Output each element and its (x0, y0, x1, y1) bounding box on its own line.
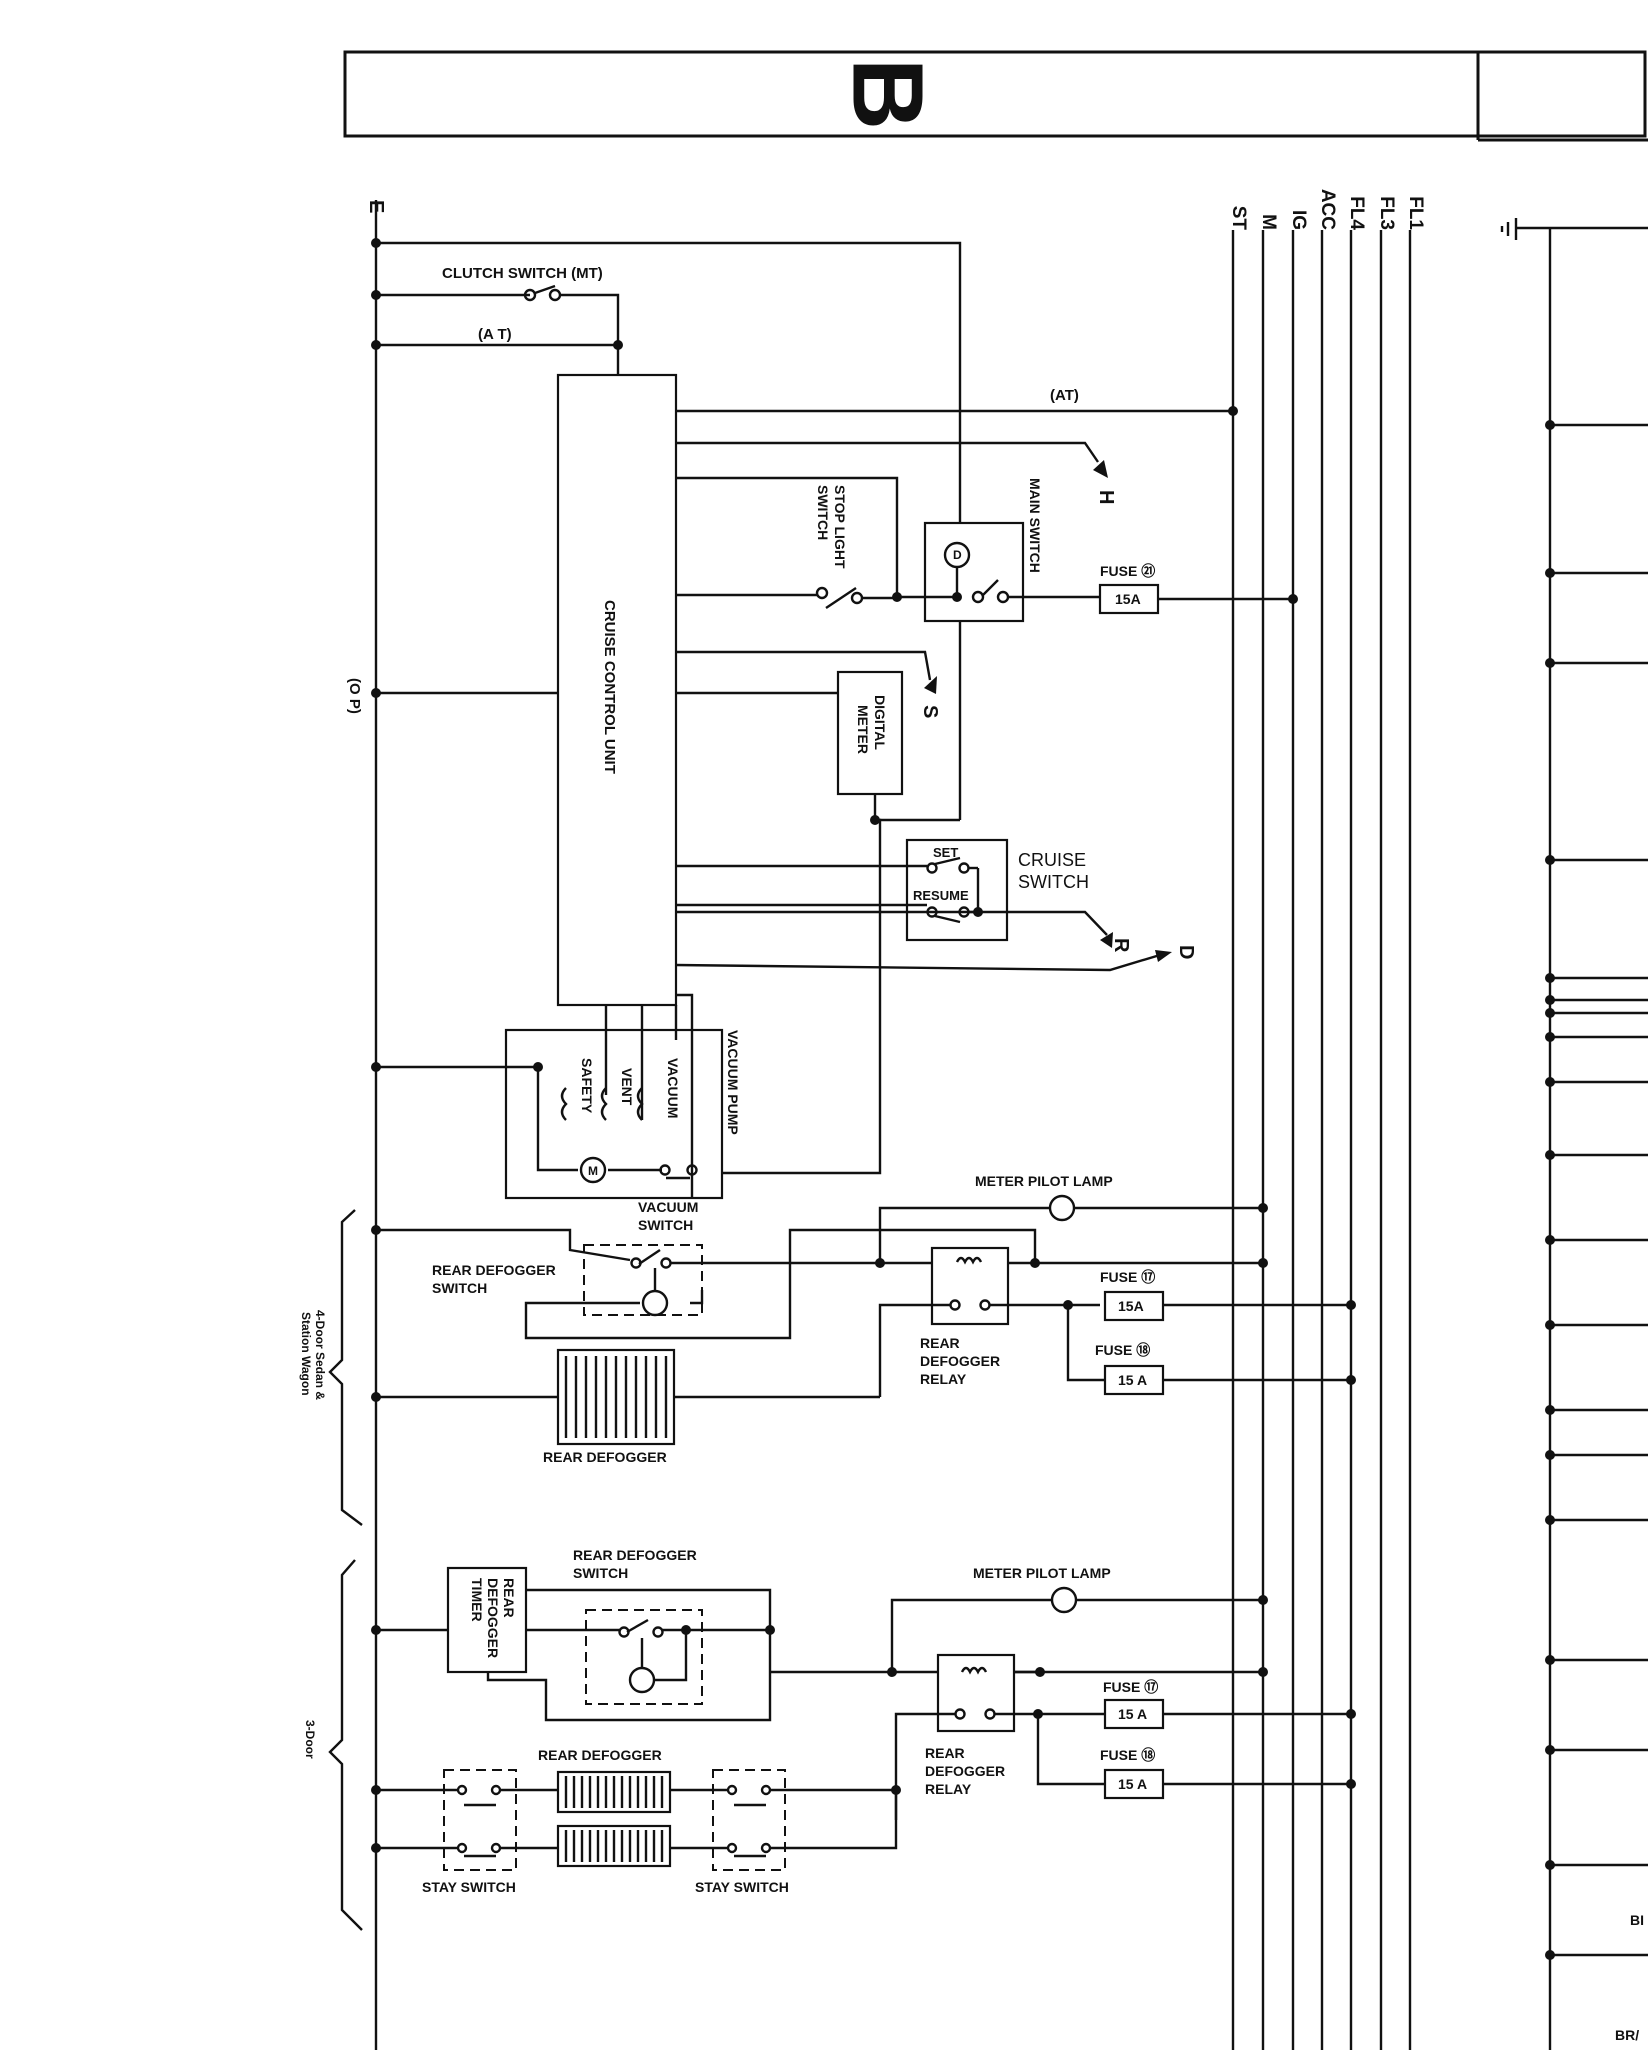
at-label-left: (A T) (478, 326, 512, 343)
header-box: B (343, 50, 1648, 142)
fuse-18-3d-rating: 15 A (1118, 1776, 1147, 1792)
bus-labels: ST M IG ACC FL4 FL3 FL1 (1228, 189, 1426, 231)
main-switch-label: MAIN SWITCH (1027, 478, 1043, 573)
section-letter: B (832, 58, 944, 130)
cruise-switch-label-2: SWITCH (1018, 872, 1089, 892)
rail-label-e: E (365, 200, 387, 213)
rear-defogger-relay-3d-label-3: RELAY (925, 1781, 972, 1797)
vacuum-switch-label-1: VACUUM (638, 1199, 698, 1215)
edge-fragment-bra: BR/ (1615, 2027, 1639, 2043)
fuse-21-rating: 15A (1115, 591, 1141, 607)
meter-pilot-lamp-label-3d: METER PILOT LAMP (973, 1565, 1111, 1581)
rear-defogger-3d-label: REAR DEFOGGER (538, 1747, 662, 1763)
rear-defogger-switch-4d (583, 1244, 703, 1316)
digital-meter-label-1: DIGITAL (872, 695, 888, 750)
stop-light-switch-label-2: SWITCH (815, 485, 831, 540)
rear-defogger-timer-label-3: TIMER (469, 1578, 485, 1622)
rear-defogger-timer (446, 1566, 528, 1674)
fuse-18-4d-label: FUSE ⑱ (1095, 1342, 1150, 1358)
rear-defogger-relay-4d-label-2: DEFOGGER (920, 1353, 1000, 1369)
vacuum-label: VACUUM (665, 1058, 681, 1118)
digital-meter (836, 670, 904, 796)
rear-defogger-relay-3d-label-1: REAR (925, 1745, 965, 1761)
digital-meter-label-2: METER (855, 705, 871, 754)
stay-switch-right (712, 1769, 786, 1871)
rear-defogger-relay-3d-label-2: DEFOGGER (925, 1763, 1005, 1779)
rail-label-op: (O P) (346, 678, 363, 714)
fuse-17-3d (1103, 1698, 1165, 1730)
rear-defogger-switch-3d-label-2: SWITCH (573, 1565, 628, 1581)
rear-defogger-switch-4d-label-2: SWITCH (432, 1280, 487, 1296)
rear-defogger-timer-label-1: REAR (501, 1578, 517, 1618)
cruise-switch-label-1: CRUISE (1018, 850, 1086, 870)
svg-text:D: D (953, 548, 962, 562)
arrow-r-label: R (1110, 938, 1132, 953)
three-door-group-label: 3-Door (303, 1720, 317, 1759)
rear-defogger-switch-3d-label-1: REAR DEFOGGER (573, 1547, 697, 1563)
cruise-control-unit (556, 373, 678, 1007)
arrow-h-label: H (1095, 490, 1117, 504)
safety-label: SAFETY (579, 1058, 595, 1114)
three-door-section: 3-Door REAR DEFOGGER TIMER REAR DEFOGGER… (303, 1547, 1356, 1931)
bus-label-fl3: FL3 (1376, 196, 1397, 230)
arrow-s-label: S (919, 705, 941, 718)
clutch-switch-label: CLUTCH SWITCH (MT) (442, 265, 603, 282)
four-door-group-label-1: 4-Door Sedan & (313, 1310, 327, 1400)
resume-label: RESUME (913, 888, 969, 903)
bus-label-m: M (1258, 214, 1279, 230)
stay-switch-right-label: STAY SWITCH (695, 1879, 789, 1895)
fuse-17-3d-label: FUSE ⑰ (1103, 1679, 1158, 1695)
stop-light-switch-label-1: STOP LIGHT (832, 485, 848, 569)
bus-label-st: ST (1228, 206, 1249, 231)
fuse-17-4d-label: FUSE ⑰ (1100, 1269, 1155, 1285)
edge-fragment-bi: BI (1630, 1912, 1644, 1928)
bus-label-acc: ACC (1317, 189, 1338, 230)
ground-rail: E (O P) (346, 200, 387, 2050)
fuse-17-3d-rating: 15 A (1118, 1706, 1147, 1722)
vacuum-pump-label: VACUUM PUMP (725, 1030, 741, 1135)
cruise-section: CLUTCH SWITCH (MT) (A T) CRUISE CONTROL … (376, 241, 1298, 1233)
stay-switch-left (443, 1769, 517, 1871)
rear-defogger-switch-4d-label-1: REAR DEFOGGER (432, 1262, 556, 1278)
fuse-17-4d (1103, 1290, 1165, 1322)
fuse-21-label: FUSE ㉑ (1100, 563, 1155, 579)
four-door-group-label-2: Station Wagon (299, 1312, 313, 1396)
main-switch (923, 521, 1025, 623)
at-label-right: (AT) (1050, 387, 1079, 404)
bus-label-fl4: FL4 (1346, 196, 1367, 230)
cruise-control-unit-label: CRUISE CONTROL UNIT (601, 600, 618, 774)
bus-label-ig: IG (1288, 210, 1309, 230)
fuse-18-3d-label: FUSE ⑱ (1100, 1747, 1155, 1763)
cruise-switch (905, 838, 1009, 942)
fuse-18-4d-rating: 15 A (1118, 1372, 1147, 1388)
fuse-17-4d-rating: 15A (1118, 1298, 1144, 1314)
bus-label-fl1: FL1 (1405, 196, 1426, 230)
four-door-section: 4-Door Sedan & Station Wagon METER PILOT… (299, 1173, 1356, 1526)
set-label: SET (933, 845, 958, 860)
ground-strip: BI BR/ (1500, 218, 1648, 2050)
bus-lines (1231, 230, 1412, 2050)
rear-defogger-timer-label-2: DEFOGGER (485, 1578, 501, 1658)
rear-defogger-switch-3d (585, 1609, 703, 1705)
fuse-21 (1098, 583, 1160, 615)
rear-defogger-relay-4d (930, 1246, 1010, 1326)
svg-text:M: M (588, 1164, 598, 1178)
vacuum-switch-label-2: SWITCH (638, 1217, 693, 1233)
rear-defogger-relay-4d-label-1: REAR (920, 1335, 960, 1351)
rear-defogger-relay-3d (936, 1653, 1016, 1733)
stay-switch-left-label: STAY SWITCH (422, 1879, 516, 1895)
rear-defogger-4d-label: REAR DEFOGGER (543, 1449, 667, 1465)
rear-defogger-relay-4d-label-3: RELAY (920, 1371, 967, 1387)
meter-pilot-lamp-label-4d: METER PILOT LAMP (975, 1173, 1113, 1189)
arrow-d-label: D (1175, 945, 1197, 959)
vent-label: VENT (619, 1068, 635, 1106)
